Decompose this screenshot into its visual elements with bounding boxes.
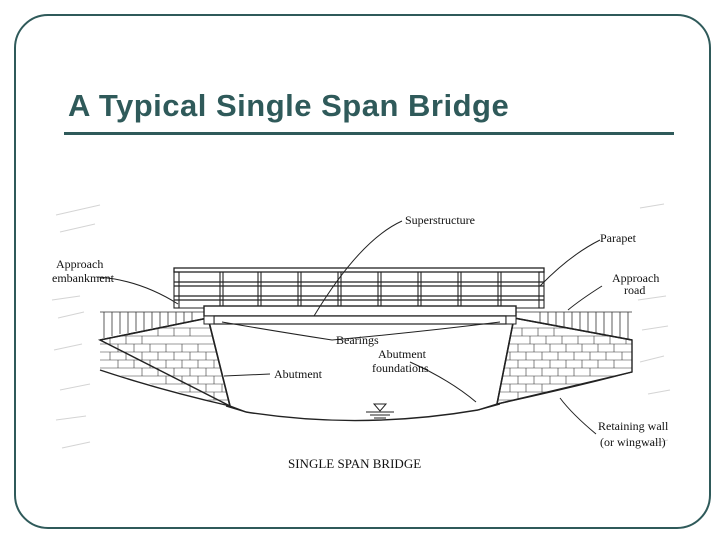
label-abutment-foundations-1: Abutment: [378, 347, 427, 361]
approach-wall-left: [100, 311, 208, 338]
approach-wall-right: [516, 311, 632, 340]
ground-profile: [99, 369, 633, 422]
label-approach-road-1: Approach: [612, 271, 659, 285]
label-bearings: Bearings: [336, 333, 379, 347]
label-approach-embankment-1: Approach: [56, 257, 103, 271]
bridge-deck: [203, 305, 517, 325]
parapet-railing: [173, 267, 545, 309]
title-underline: [64, 132, 674, 135]
abutment-left-face: [207, 317, 231, 407]
footing-left: [225, 405, 247, 413]
slide-title: A Typical Single Span Bridge: [68, 88, 510, 123]
background-hatching: [51, 203, 671, 449]
label-retaining-wall-1: Retaining wall: [598, 419, 669, 433]
label-abutment-foundations-2: foundations: [372, 361, 429, 375]
label-superstructure: Superstructure: [405, 213, 475, 227]
label-approach-embankment-2: embankment: [52, 271, 115, 285]
label-parapet: Parapet: [600, 231, 637, 245]
abutment-right-face: [496, 317, 515, 405]
label-abutment: Abutment: [274, 367, 323, 381]
label-approach-road-2: road: [624, 283, 645, 297]
diagram-caption: SINGLE SPAN BRIDGE: [288, 456, 421, 471]
water-level-symbol: [366, 403, 394, 419]
footing-right: [477, 403, 501, 411]
leader-lines: [97, 220, 603, 435]
label-retaining-wall-2: (or wingwall): [600, 435, 666, 449]
